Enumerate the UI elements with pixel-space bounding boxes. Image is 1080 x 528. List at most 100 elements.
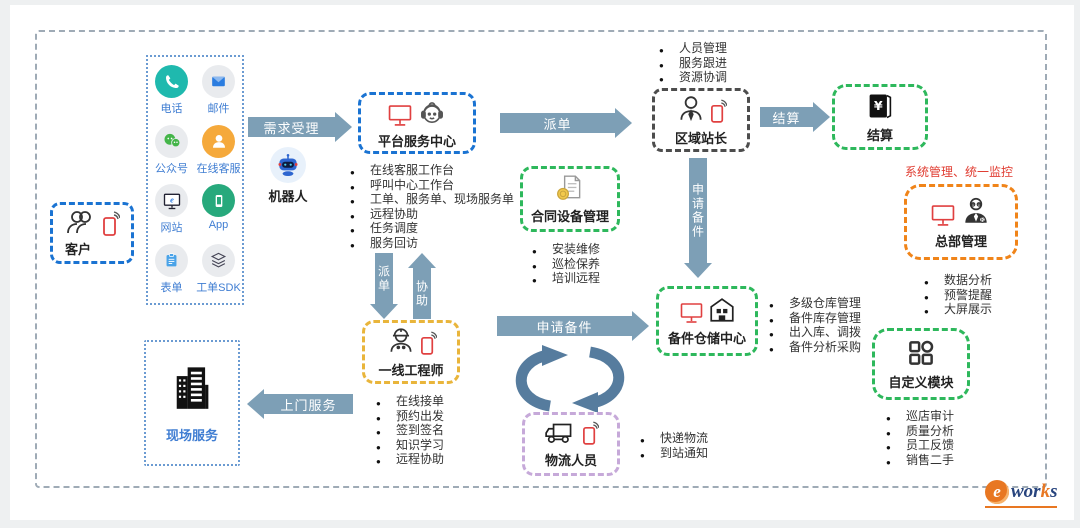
mail-icon <box>202 65 235 99</box>
list-item: 服务跟进 <box>655 56 727 71</box>
manager-icon <box>676 94 706 124</box>
cycle-arrows <box>494 344 646 414</box>
logo-k: k <box>1040 481 1051 502</box>
hq-title: 总部管理 <box>934 233 987 249</box>
field-service-title: 现场服务 <box>165 427 218 443</box>
dispatch-down-arrow: 派单 <box>370 253 398 319</box>
channel-online-cs: 在线客服 <box>196 124 241 176</box>
layers-icon <box>202 243 235 277</box>
channel-phone-label: 电话 <box>160 103 183 116</box>
apply-parts-vertical-arrow: 申请备件 <box>684 158 712 278</box>
apply-parts-v-shaft: 申请备件 <box>689 158 707 263</box>
mobile-wifi-icon <box>102 210 120 237</box>
monitor-icon <box>930 204 956 227</box>
browser-monitor-icon: e <box>155 184 188 218</box>
eworks-logo-e: e <box>985 480 1009 504</box>
warehouse-icons <box>679 296 736 324</box>
engineer-box: 一线工程师 <box>362 320 460 384</box>
assist-up-arrow: 协助 <box>408 253 436 319</box>
channel-sdk: 工单SDK <box>196 243 241 295</box>
customer-icons <box>64 209 120 237</box>
list-item: 质量分析 <box>882 424 954 439</box>
svg-text:e: e <box>170 195 174 204</box>
apply-parts-arrow-head <box>632 311 649 341</box>
channel-online-cs-label: 在线客服 <box>196 162 241 175</box>
list-item: 安装维修 <box>528 242 600 257</box>
platform-icons <box>387 97 447 127</box>
list-item: 远程协助 <box>346 207 514 222</box>
assist-up-head <box>408 253 436 268</box>
logo-s: s <box>1050 481 1058 502</box>
contract-box: 合同设备管理 <box>520 166 620 232</box>
dispatch-arrow-head <box>615 108 632 138</box>
apply-parts-v-label: 申请备件 <box>690 182 705 239</box>
door-service-arrow-label: 上门服务 <box>264 394 353 414</box>
document-coin-icon <box>555 174 585 202</box>
engineer-icon <box>386 326 416 356</box>
list-item: 工单、服务单、现场服务单 <box>346 192 514 207</box>
custom-modules-title: 自定义模块 <box>888 374 954 390</box>
hq-box: R 总部管理 <box>904 184 1018 260</box>
svg-text:R: R <box>981 217 985 223</box>
list-item: 巡店审计 <box>882 409 954 424</box>
list-item: 呼叫中心工作台 <box>346 178 514 193</box>
engineer-icons <box>386 326 437 356</box>
list-item: 培训远程 <box>528 271 600 286</box>
door-service-arrow-head <box>247 389 264 419</box>
warehouse-bullets: 多级仓库管理 备件库存管理 出入库、调拨 备件分析采购 <box>765 296 861 355</box>
smartphone-icon <box>202 184 235 218</box>
apply-parts-arrow-label: 申请备件 <box>497 316 632 336</box>
logistics-icons <box>544 420 599 446</box>
channel-form-label: 表单 <box>160 281 183 294</box>
list-item: 签到签名 <box>372 423 444 438</box>
headset-agent-icon <box>417 97 447 127</box>
settlement-box: ¥ 结算 <box>832 84 928 150</box>
channel-wechat: 公众号 <box>155 124 188 176</box>
channel-wechat-label: 公众号 <box>155 162 188 175</box>
dispatch-arrow-label: 派单 <box>500 113 615 133</box>
demand-arrow: 需求受理 <box>248 110 352 144</box>
dispatch-down-shaft: 派单 <box>375 253 393 304</box>
door-service-arrow: 上门服务 <box>247 387 353 421</box>
executive-icon: R <box>960 195 992 227</box>
channel-website-label: 网站 <box>160 222 183 235</box>
dispatch-down-head <box>370 304 398 319</box>
region-icons <box>676 94 727 124</box>
channel-form: 表单 <box>155 243 188 295</box>
list-item: 备件分析采购 <box>765 340 861 355</box>
monitor-icon <box>387 104 413 127</box>
warehouse-title: 备件仓储中心 <box>667 330 746 346</box>
channel-app: App <box>202 184 235 235</box>
truck-icon <box>544 420 578 446</box>
engineer-bullets: 在线接单 预约出发 签到签名 知识学习 远程协助 <box>372 394 444 467</box>
list-item: 巡检保养 <box>528 257 600 272</box>
assist-up-shaft: 协助 <box>413 268 431 319</box>
customer-label: 客户 <box>65 241 92 257</box>
list-item: 服务回访 <box>346 236 514 251</box>
list-item: 快递物流 <box>636 431 708 446</box>
channel-website: e 网站 <box>155 184 188 235</box>
assist-up-label: 协助 <box>414 279 429 308</box>
channel-sdk-label: 工单SDK <box>196 281 241 294</box>
channel-mail: 邮件 <box>202 65 235 116</box>
demand-arrow-head <box>335 112 352 142</box>
wechat-icon <box>155 124 188 158</box>
engineer-title: 一线工程师 <box>378 362 444 378</box>
list-item: 多级仓库管理 <box>765 296 861 311</box>
warehouse-box: 备件仓储中心 <box>656 286 758 356</box>
settle-arrow-head <box>813 102 830 132</box>
hq-note: 系统管理、统一监控 <box>905 165 1014 179</box>
list-item: 大屏展示 <box>920 302 992 317</box>
settle-arrow: 结算 <box>760 100 830 134</box>
platform-title: 平台服务中心 <box>377 133 456 149</box>
mobile-wifi-icon <box>710 99 727 124</box>
channel-phone: 电话 <box>155 65 188 116</box>
contract-title: 合同设备管理 <box>530 208 609 224</box>
phone-icon <box>155 65 188 99</box>
channel-mail-label: 邮件 <box>207 103 230 116</box>
custom-bullets: 巡店审计 质量分析 员工反馈 销售二手 <box>882 409 954 468</box>
customers-icon <box>64 209 98 237</box>
list-item: 预警提醒 <box>920 288 992 303</box>
list-item: 远程协助 <box>372 452 444 467</box>
